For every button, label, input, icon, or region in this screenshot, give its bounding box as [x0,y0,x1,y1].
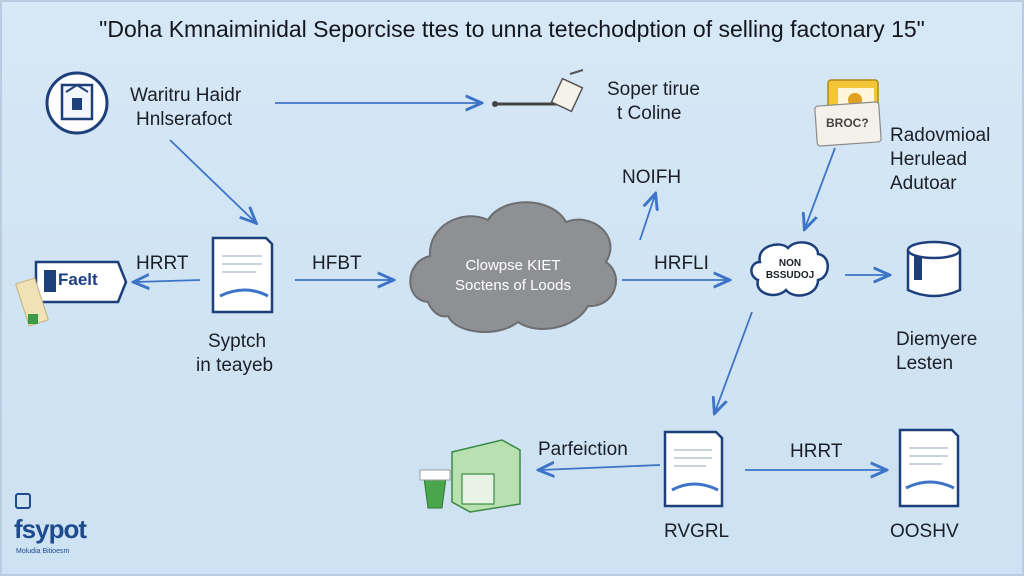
cloud-label: Clowpse KIET Soctens of Loods [418,256,608,296]
right-db-label-2: Lesten [896,353,954,374]
top-left-box-icon [45,71,109,135]
edge-label-mid-right: HRFLI [654,253,709,274]
arrow-topleft-to-doc [169,139,255,222]
syringe-icon [492,69,584,113]
badge-text: BROC? [826,116,869,130]
bubble-label-1: NON [778,258,802,269]
edge-label-left: HRRT [136,253,189,274]
top-right-label-1: Radovmioal [890,125,991,146]
left-tag-text: Faelt [58,270,98,289]
logo-subtitle: Moludia Bitioesm [16,548,70,555]
cloud-label-1: Clowpse KIET [465,257,561,274]
database-icon [906,240,962,298]
arrow-doc-to-printer [540,465,661,470]
bubble-label: NON BSSUDOJ [758,258,822,282]
bottom-right-label: OOSHV [890,521,959,542]
logo-text: fsypot [14,514,87,544]
mid-top-label: NOIFH [622,167,682,188]
left-document-label-2: in teayeb [196,355,274,376]
arrow-bubble-down [715,311,753,412]
top-left-label-1: Waritru Haidr [130,85,242,106]
edge-label-bottom: HRRT [790,441,843,462]
printer-icon [419,439,521,513]
right-db-label-1: Diemyere [896,329,978,350]
arrow-doc-to-tag [135,280,201,282]
bubble-label-2: BSSUDOJ [765,270,815,281]
bottom-mid-document-icon [663,430,724,508]
cloud-label-2: Soctens of Loods [455,277,571,294]
bottom-right-document-icon [898,428,960,508]
folder-badge-icon [814,79,882,147]
page-title: "Doha Kmnaiminidal Seporcise ttes to unn… [99,16,925,42]
bottom-left-label: Parfeiction [538,439,628,460]
arrow-up-to-noifh [639,195,655,241]
top-left-label-2: Hnlserafoct [136,109,233,130]
top-right-label-3: Adutoar [890,173,957,194]
left-document-label-1: Syptch [208,331,267,352]
logo-mark-icon [15,493,31,509]
edge-label-mid-left: HFBT [312,253,362,274]
top-mid-label-2: t Coline [617,103,682,124]
left-document-icon [211,236,274,314]
top-right-label-2: Herulead [890,149,968,170]
top-mid-label-1: Soper tirue [607,79,700,100]
bottom-mid-label: RVGRL [664,521,730,542]
arrow-badge-to-bubble [805,147,836,228]
